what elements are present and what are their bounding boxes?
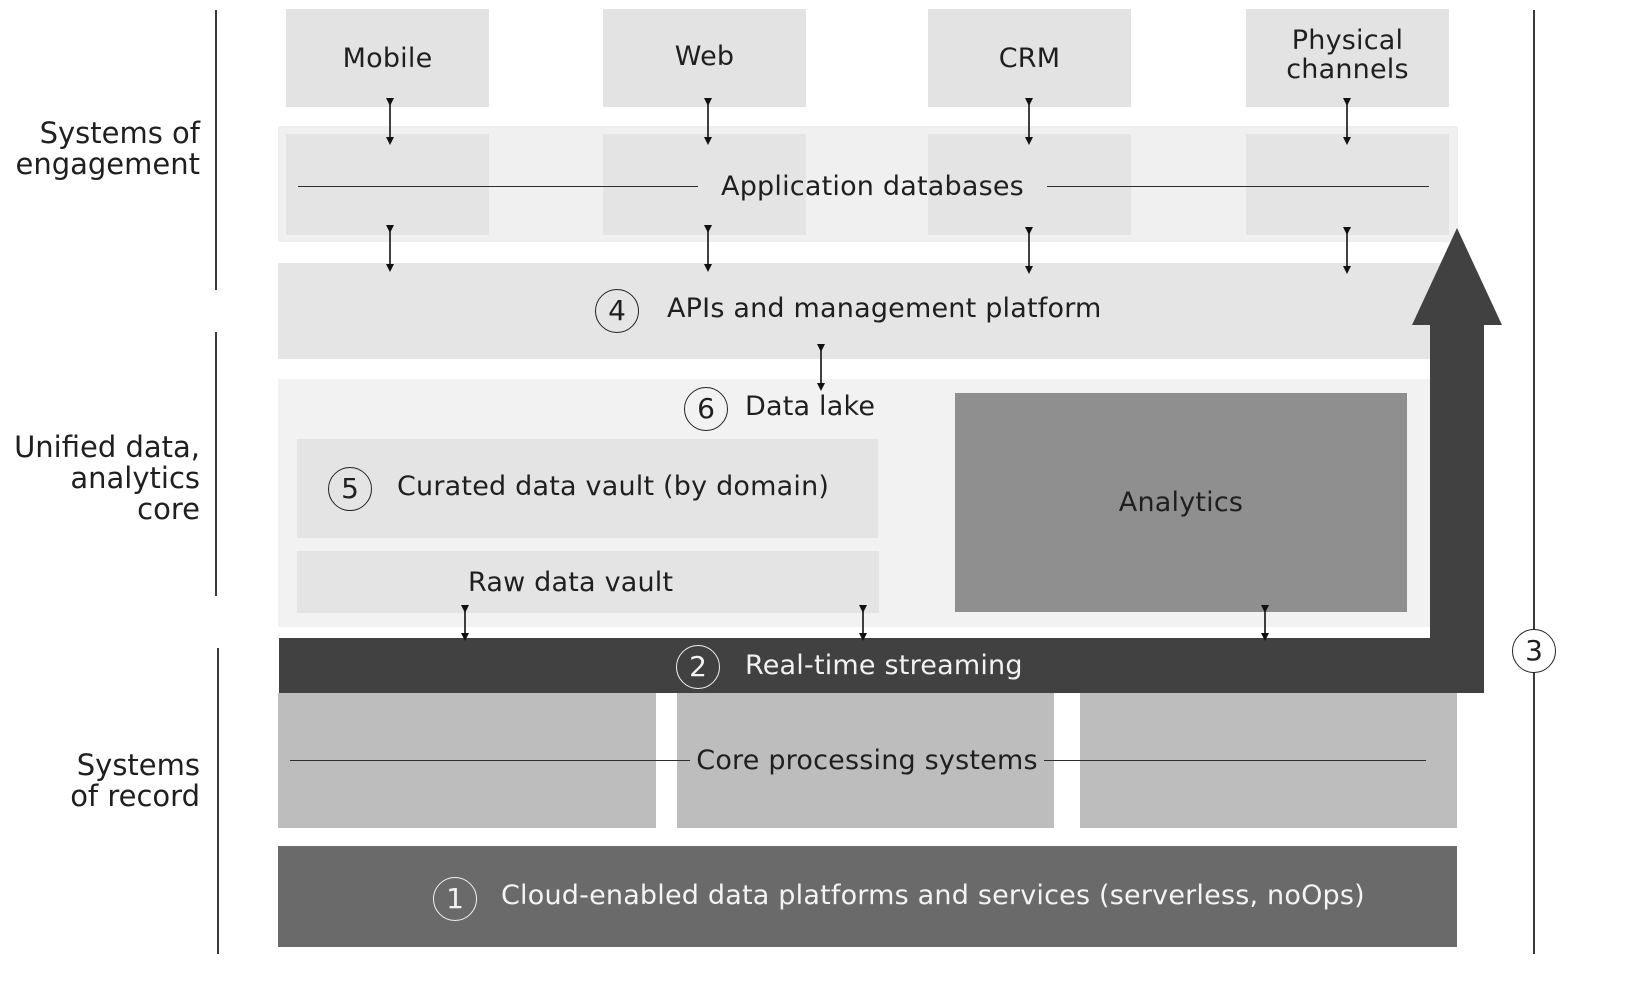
number-1-badge: 1 (433, 877, 477, 921)
app-db-line-right (1047, 186, 1429, 187)
channel-physical: Physical channels (1246, 9, 1449, 107)
big-upward-arrow (1412, 228, 1502, 693)
channel-mobile-label: Mobile (342, 42, 433, 74)
analytics-label: Analytics (1118, 487, 1244, 518)
channel-physical-label-line-1: Physical (1291, 25, 1404, 56)
core-processing-label: Core processing systems (696, 744, 1038, 776)
divider-engagement (215, 10, 217, 290)
app-db-box-mobile (286, 134, 489, 235)
analytics-box: Analytics (955, 393, 1407, 612)
app-db-box-physical (1246, 134, 1449, 235)
divider-record (217, 648, 219, 954)
label-line-1: Unified data, (14, 430, 200, 464)
divider-analytics (215, 332, 217, 596)
number-4-badge: 4 (595, 289, 639, 333)
channel-web-label: Web (674, 40, 735, 72)
raw-data-vault-label: Raw data vault (468, 566, 674, 598)
channel-physical-label-line-2: channels (1286, 54, 1409, 85)
number-6-badge: 6 (684, 387, 728, 431)
channel-crm-label: CRM (998, 42, 1061, 74)
label-line-1: Systems of (39, 116, 200, 150)
data-lake-label: Data lake (745, 391, 876, 422)
curated-data-vault-label: Curated data vault (by domain) (397, 471, 830, 502)
app-db-box-crm (928, 134, 1131, 235)
core-line-left (290, 760, 690, 761)
label-unified-data-analytics-core: Unified data, analytics core (0, 432, 200, 525)
app-db-box-web (603, 134, 806, 235)
channel-crm: CRM (928, 9, 1131, 107)
core-line-right (1044, 760, 1426, 761)
number-2-badge: 2 (676, 645, 720, 689)
app-db-line-left (298, 186, 698, 187)
channel-mobile: Mobile (286, 9, 489, 107)
label-line-2: analytics core (70, 461, 200, 526)
number-5-badge: 5 (328, 467, 372, 511)
label-line-2: of record (70, 779, 200, 813)
raw-data-vault: Raw data vault (297, 551, 879, 613)
curated-data-vault (297, 439, 878, 538)
real-time-streaming-band (279, 638, 1484, 693)
label-systems-of-engagement: Systems of engagement (0, 116, 201, 181)
real-time-streaming-label: Real-time streaming (745, 650, 1023, 681)
number-3-badge: 3 (1512, 629, 1556, 673)
label-line-1: Systems (76, 748, 200, 782)
channel-web: Web (603, 9, 806, 107)
divider-right (1533, 10, 1535, 954)
core-processing-box-2 (677, 693, 1054, 828)
label-line-2: engagement (15, 147, 201, 181)
cloud-platform-label: Cloud-enabled data platforms and service… (501, 880, 1365, 911)
application-databases-label: Application databases (721, 170, 1024, 202)
apis-management-label: APIs and management platform (667, 293, 1102, 324)
apis-management-band (278, 263, 1458, 359)
label-systems-of-record: Systems of record (0, 750, 200, 812)
